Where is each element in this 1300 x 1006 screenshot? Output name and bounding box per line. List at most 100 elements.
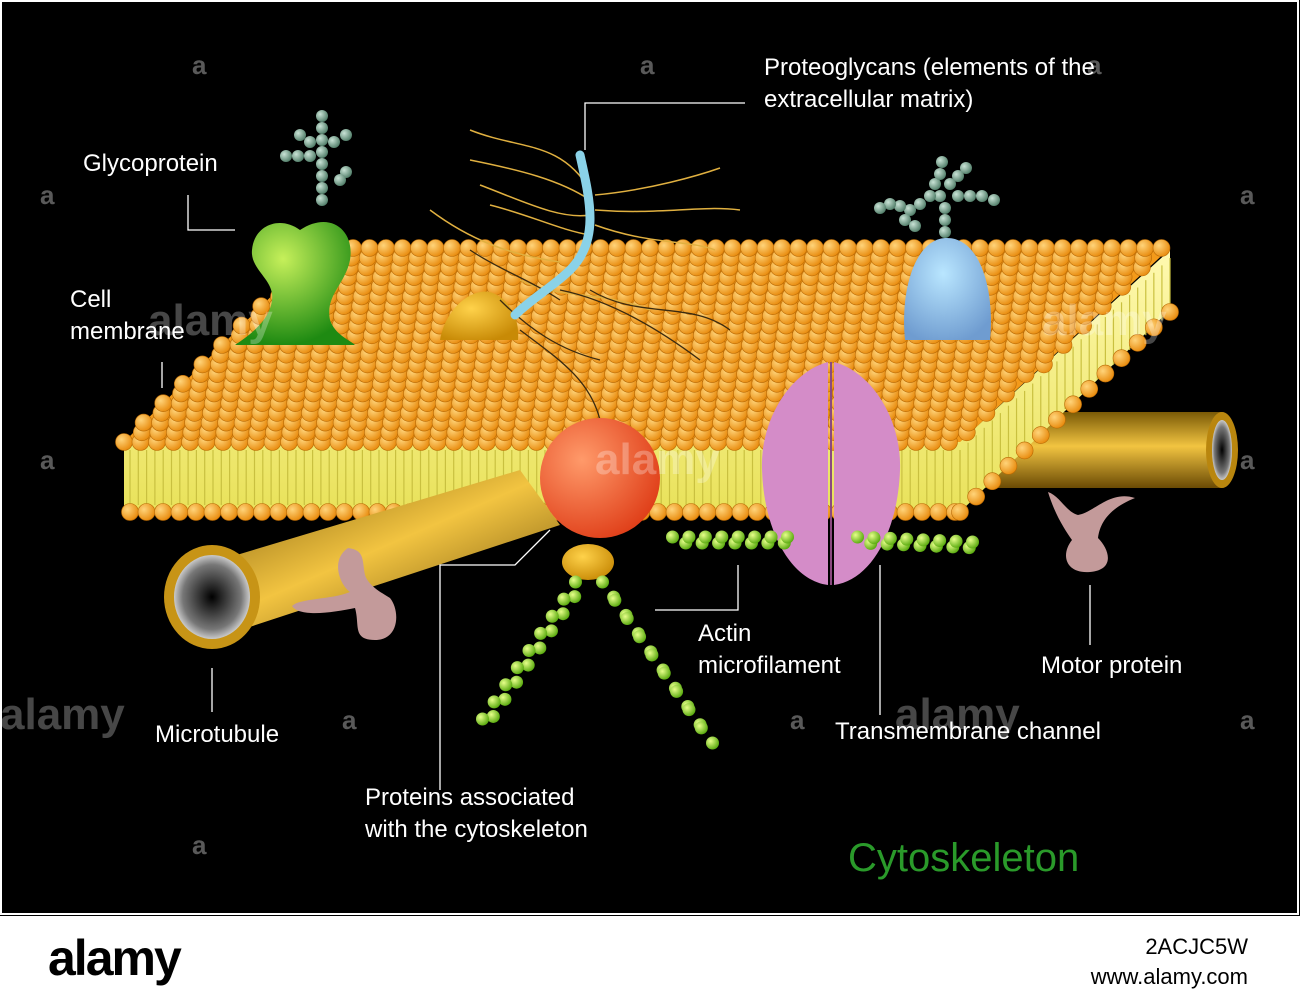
lipid-head [134,413,153,432]
sugar-bead [304,136,316,148]
lipid-head [1080,380,1099,398]
actin-bead [487,695,501,709]
lipid-head [888,239,907,257]
lipid-head [253,503,271,521]
actin-bead [557,592,571,606]
lipid-head [121,503,139,521]
lipid-head [443,239,461,257]
lipid-head [360,239,379,257]
lipid-head [236,503,255,521]
lipid-head [193,355,212,374]
actin-bead [764,530,778,544]
sugar-bead [316,122,328,134]
actin-bead [657,666,671,680]
watermark-brand: alamy [0,690,125,739]
actin-bead [498,692,512,706]
watermark-mark: a [342,705,357,735]
actin-bead [521,658,535,672]
sugar-bead [934,168,946,180]
actin-bead [748,530,762,544]
actin-bead [534,626,548,640]
membrane-top [115,239,1171,451]
lipid-head [1145,318,1163,337]
lipid-head [789,239,808,257]
motor-protein-left [292,548,397,640]
sugar-bead [316,110,328,122]
actin-bead [596,575,609,589]
sugar-bead [280,150,292,162]
actin-bead [645,648,659,662]
sugar-bead [292,150,304,162]
sugar-bead [988,194,1000,206]
sugar-bead [316,182,328,194]
proteoglycan-dark-fibers [469,249,731,421]
label-cell-membrane: Cell membrane [70,286,185,345]
proteoglycan-core [510,150,595,320]
footer-brand-logo: alamy [48,930,182,986]
sugar-bead [304,150,316,162]
actin-bead [867,531,881,545]
actin-bead [545,609,559,623]
actin-bead [544,624,558,638]
actin-bead [694,721,708,735]
lipid-head [698,503,717,521]
actin-bead [698,530,712,544]
lipid-head [115,433,133,451]
actin-bead [499,678,513,692]
sugar-bead [952,170,964,182]
glycoprotein-shape [235,110,355,345]
actin-bead [608,593,622,607]
microtubule-left [164,470,560,649]
watermark-mark: a [192,830,207,860]
actin-bead [666,530,679,544]
label-proteoglycans: Proteoglycans (elements of the extracell… [764,54,1095,113]
actin-bead [900,532,914,546]
lipid-head [335,503,354,521]
sugar-bead [316,146,328,158]
lipid-head [525,239,544,257]
actin-bead [510,661,524,675]
lipid-head [1152,239,1171,257]
lipid-head [756,239,775,257]
lipid-head [905,239,923,257]
actin-bead [966,535,979,549]
lipid-head [624,239,643,257]
lipid-head [286,503,304,521]
actin-bead [781,530,794,544]
lipid-head [872,239,890,257]
sugar-bead [909,220,921,232]
lipid-head [154,503,172,521]
label-transmembrane-channel: Transmembrane channel [835,718,1101,745]
lipid-head [410,239,428,257]
lipid-head [723,239,742,257]
lipid-head [806,239,824,257]
actin-bead [682,703,696,717]
sugar-bead [316,158,328,170]
actin-bead [731,530,745,544]
sugar-bead [929,178,941,190]
actin-bead [933,534,947,548]
watermark-brand: alamy [1042,296,1167,345]
sugar-bead [939,226,951,238]
cytoskeleton-protein-sphere [540,418,660,538]
lipid-head [377,239,395,257]
sugar-bead [939,202,951,214]
leader-lines [161,102,1091,790]
label-proteins-cytoskeleton: Proteins associated with the cytoskeleto… [365,784,588,843]
actin-bead [620,611,634,625]
lipid-head [896,503,915,521]
sugar-bead [914,198,926,210]
cytoskeleton-linker [562,544,614,580]
sugar-bead [884,198,896,210]
lipid-head [1096,364,1115,383]
label-glycoprotein: Glycoprotein [83,150,218,177]
lipid-head [1119,239,1138,257]
sugar-bead [976,190,988,202]
watermark-mark: a [790,705,805,735]
actin-bead [569,575,582,589]
sugar-bead [316,170,328,182]
lipid-head [1053,239,1072,257]
watermark-mark: a [1240,445,1255,475]
lipid-head [302,503,321,521]
watermark-mark: a [40,180,55,210]
